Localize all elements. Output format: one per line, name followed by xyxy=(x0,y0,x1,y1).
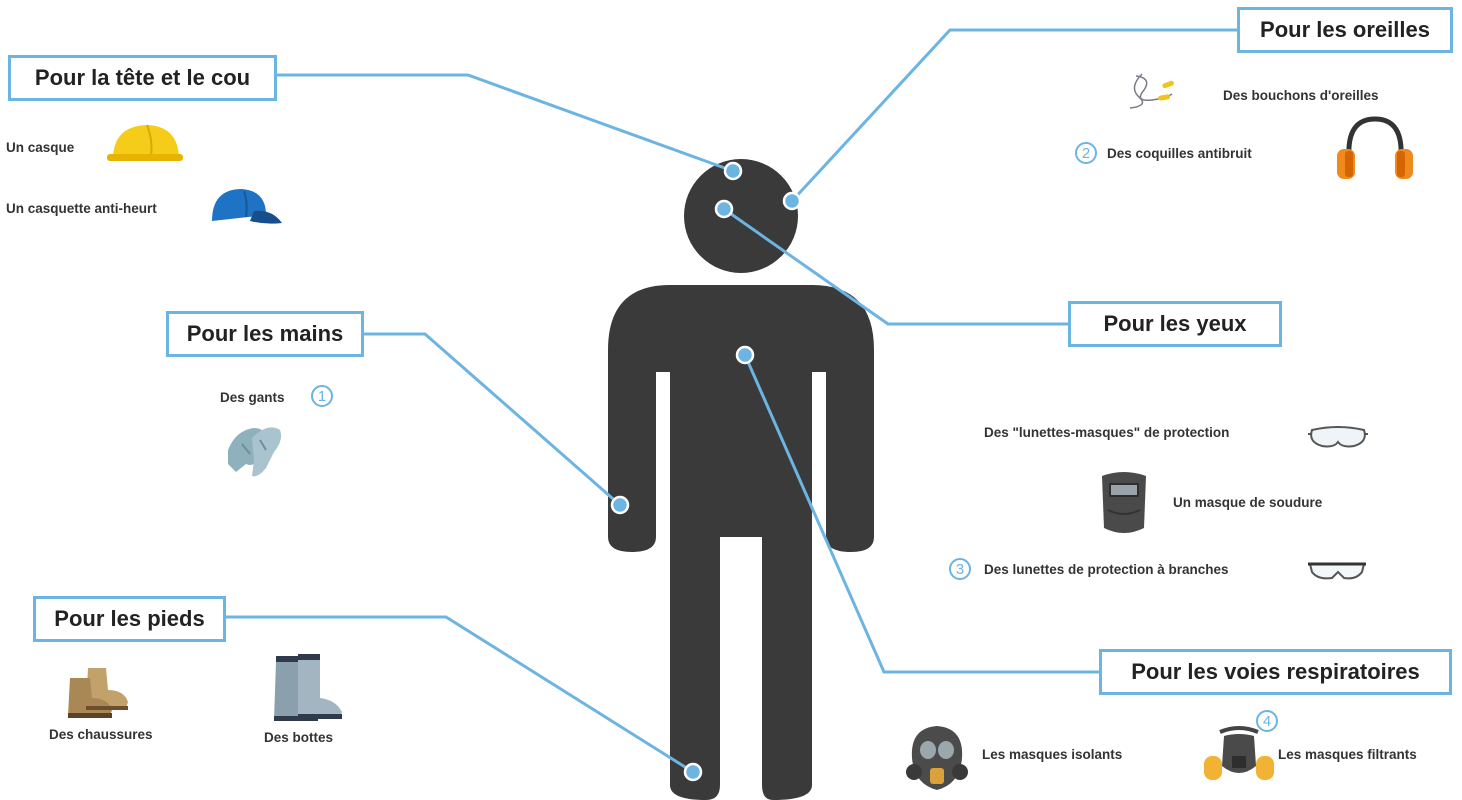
category-respiratory: Pour les voies respiratoires xyxy=(1099,649,1452,695)
number-badge-3: 3 xyxy=(949,558,971,580)
dot-hand xyxy=(610,495,630,515)
category-ears: Pour les oreilles xyxy=(1237,7,1453,53)
connector-hands xyxy=(363,332,621,507)
welding-mask-icon xyxy=(1102,472,1146,533)
goggles-icon xyxy=(1308,426,1368,448)
half-mask-icon xyxy=(1204,726,1274,780)
human-silhouette xyxy=(608,159,874,800)
label-boots: Des bottes xyxy=(264,730,334,745)
dot-eyes xyxy=(714,199,734,219)
earmuffs-icon xyxy=(1337,116,1413,179)
category-hands: Pour les mains xyxy=(166,311,364,357)
label-goggles: Des "lunettes-masques" de protection xyxy=(984,425,1230,440)
number-badge-1: 1 xyxy=(311,385,333,407)
earplugs-icon xyxy=(1129,73,1174,109)
boots-icon xyxy=(274,654,342,721)
category-feet: Pour les pieds xyxy=(33,596,226,642)
gas-mask-icon xyxy=(906,726,968,790)
label-shoes: Des chaussures xyxy=(49,727,153,742)
label-gloves: Des gants xyxy=(220,390,285,405)
label-cap: Un casquette anti-heurt xyxy=(6,201,157,216)
label-safety-glasses: Des lunettes de protection à branches xyxy=(984,562,1229,577)
category-head: Pour la tête et le cou xyxy=(8,55,277,101)
label-helmet: Un casque xyxy=(6,140,75,155)
label-isolating-masks: Les masques isolants xyxy=(982,747,1123,762)
label-filter-masks: Les masques filtrants xyxy=(1278,747,1417,762)
label-earmuffs: Des coquilles antibruit xyxy=(1107,146,1252,161)
label-earplugs: Des bouchons d'oreilles xyxy=(1223,88,1379,103)
dot-ears xyxy=(782,191,802,211)
category-eyes: Pour les yeux xyxy=(1068,301,1282,347)
dot-head xyxy=(723,161,743,181)
shoes-icon xyxy=(68,668,128,718)
dot-foot xyxy=(683,762,703,782)
cap-icon xyxy=(212,189,282,224)
number-badge-4: 4 xyxy=(1256,710,1278,732)
connector-ears xyxy=(790,28,1240,203)
helmet-icon xyxy=(107,124,183,161)
connector-eyes xyxy=(723,207,1070,326)
connector-respiratory xyxy=(743,354,1100,674)
connector-feet xyxy=(225,615,694,774)
label-welding-mask: Un masque de soudure xyxy=(1173,495,1323,510)
safety-glasses-icon xyxy=(1308,562,1366,580)
gloves-icon xyxy=(228,427,282,477)
connector-head xyxy=(275,73,734,173)
number-badge-2: 2 xyxy=(1075,142,1097,164)
dot-torso xyxy=(735,345,755,365)
